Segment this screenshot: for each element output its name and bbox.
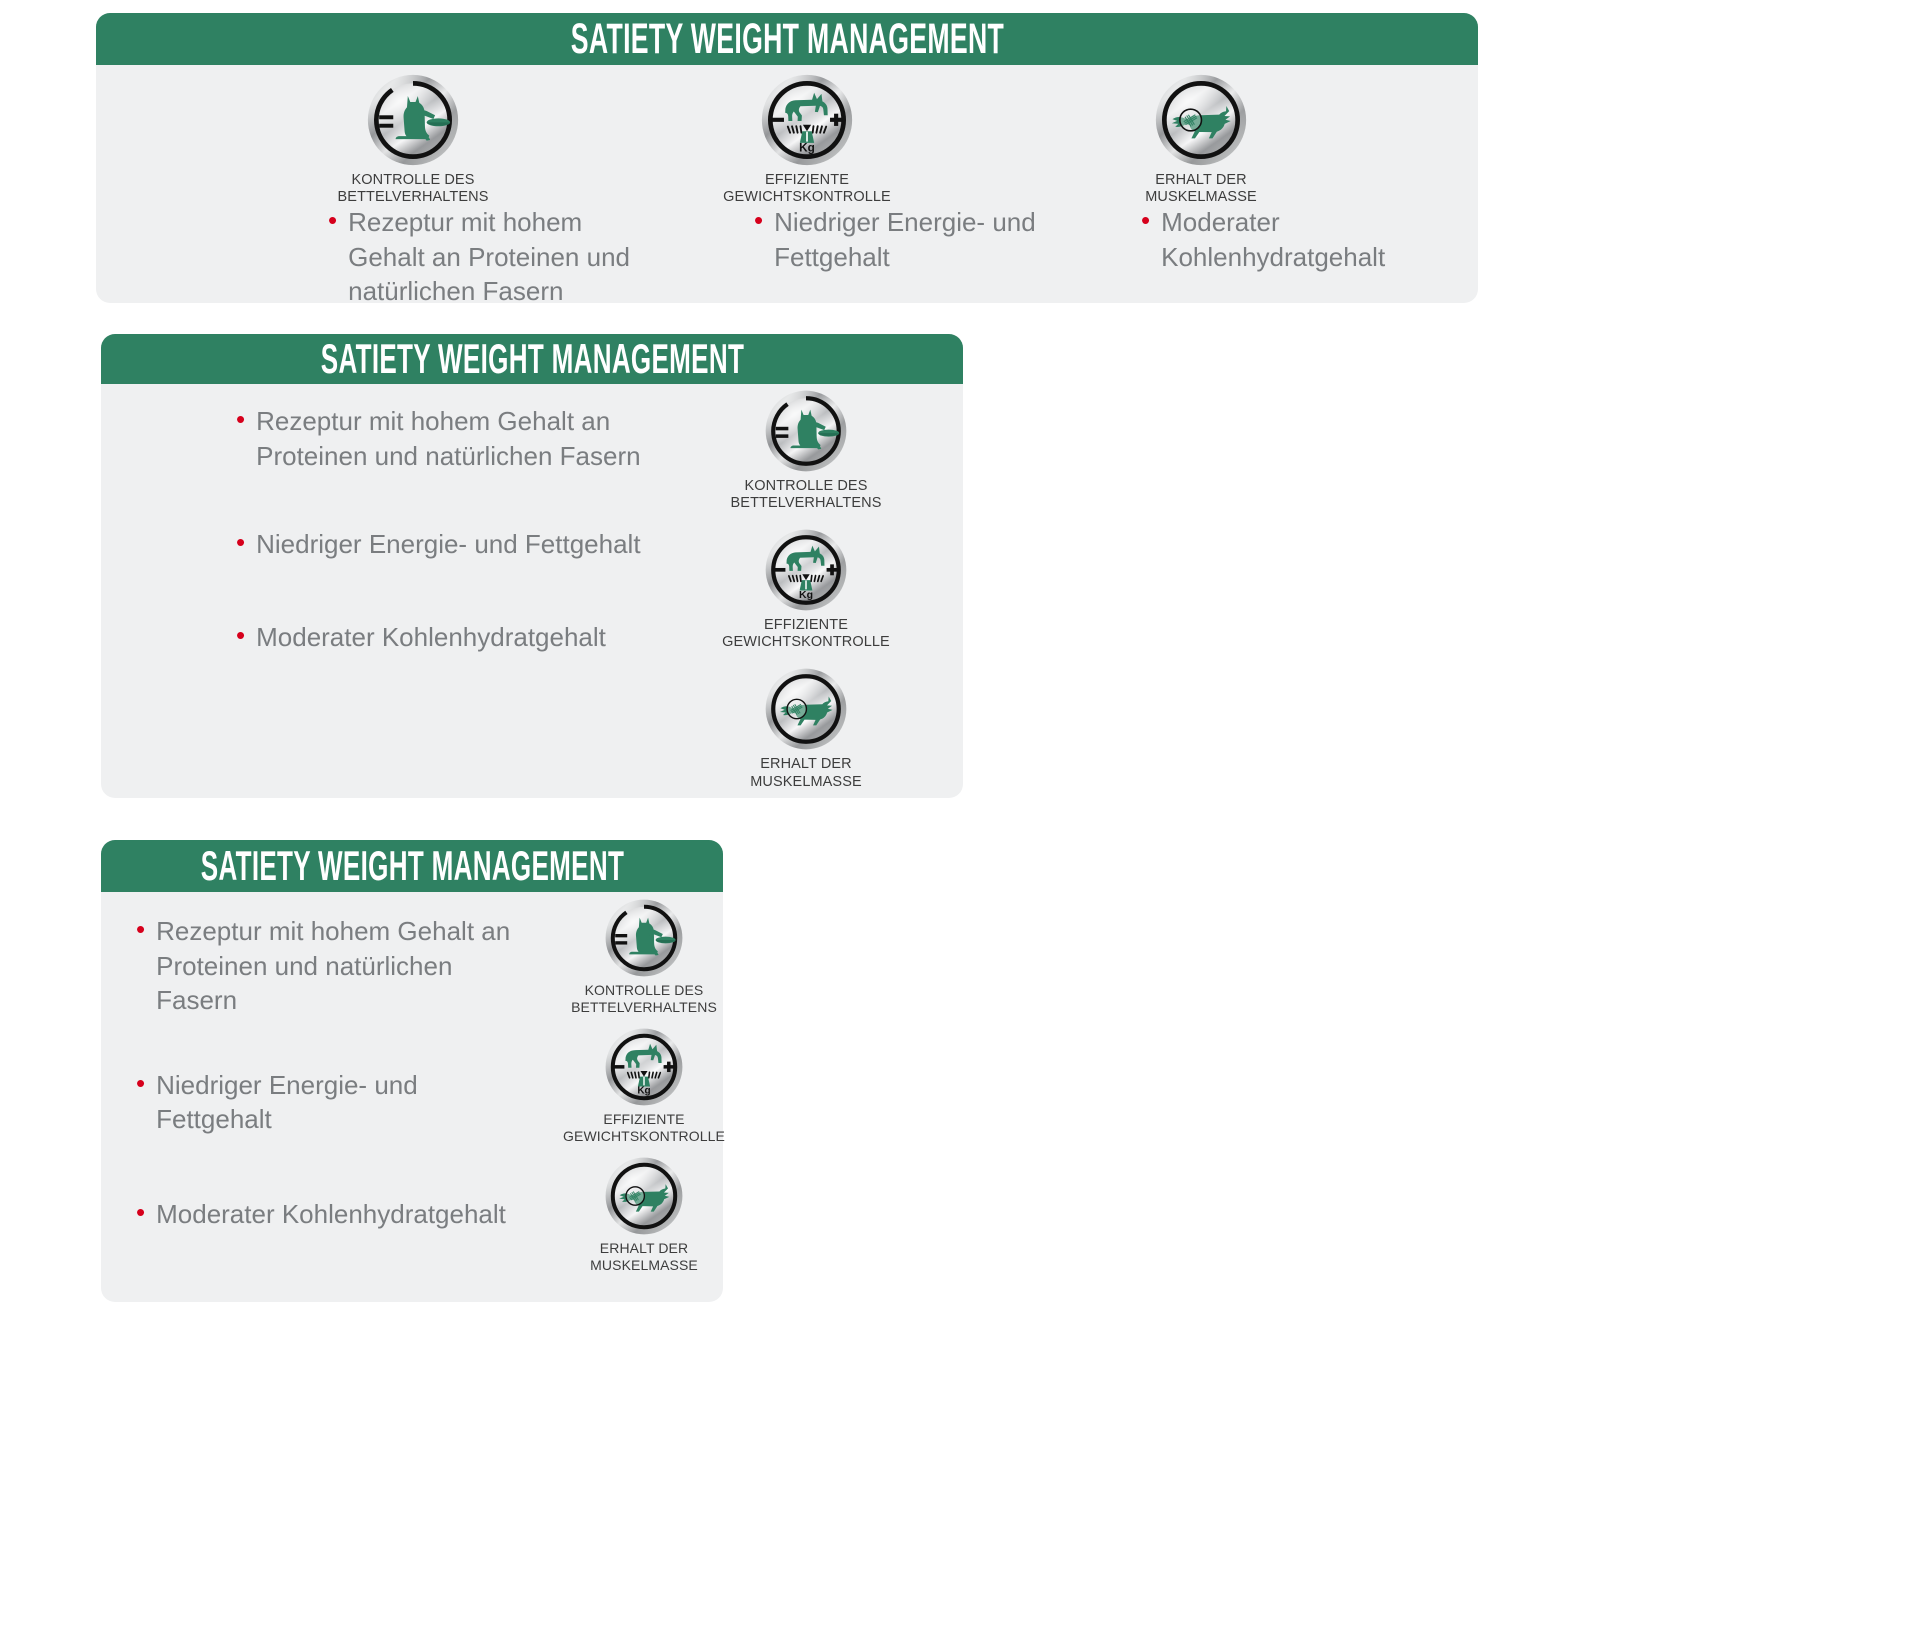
bullet-text: Moderater Kohlenhydratgehalt xyxy=(156,1198,506,1229)
cat-begging-icon xyxy=(367,74,459,166)
benefit-item-weight: Kg EFFIZIENTE GEWICHTSKONTROLLE xyxy=(642,73,972,206)
benefit-icon-list: KONTROLLE DES BETTELVERHALTENS xyxy=(549,898,739,1285)
cat-begging-icon xyxy=(605,899,683,977)
bullet-item: • Rezeptur mit hohem Gehalt an Proteinen… xyxy=(328,205,658,309)
bullet-marker-icon: • xyxy=(136,1196,146,1227)
cat-on-scale-kg-icon: Kg xyxy=(761,74,853,166)
page-title: SATIETY WEIGHT MANAGEMENT xyxy=(200,842,624,889)
bullet-item: • Niedriger Energie- und Fettgehalt xyxy=(236,527,656,562)
bullet-marker-icon: • xyxy=(236,619,246,650)
benefit-label: ERHALT DER MUSKELMASSE xyxy=(1145,172,1257,206)
benefit-label: ERHALT DER MUSKELMASSE xyxy=(750,756,862,790)
bullet-item: • Rezeptur mit hohem Gehalt an Proteinen… xyxy=(236,404,656,473)
bullet-marker-icon: • xyxy=(136,914,146,944)
benefit-label: KONTROLLE DES BETTELVERHALTENS xyxy=(337,172,489,206)
bullet-marker-icon: • xyxy=(236,404,246,434)
bullet-item: • Niedriger Energie- und Fettgehalt xyxy=(754,205,1084,274)
bullet-item: • Moderater Kohlenhydratgehalt xyxy=(1141,205,1471,274)
page-title: SATIETY WEIGHT MANAGEMENT xyxy=(320,335,744,382)
cat-on-scale-kg-icon: Kg xyxy=(605,1028,683,1106)
cat-running-muscle-icon xyxy=(605,1157,683,1235)
bullet-text: Rezeptur mit hohem Gehalt an Proteinen u… xyxy=(256,406,641,471)
satiety-card-wide: SATIETY WEIGHT MANAGEMENT xyxy=(96,13,1478,306)
bullet-text: Niedriger Energie- und Fettgehalt xyxy=(256,529,641,560)
benefit-item-begging: KONTROLLE DES BETTELVERHALTENS xyxy=(248,73,578,206)
bullet-marker-icon: • xyxy=(328,205,338,235)
bullet-text: Moderater Kohlenhydratgehalt xyxy=(256,621,606,652)
scale-unit-label: Kg xyxy=(799,141,815,154)
benefit-label: EFFIZIENTE GEWICHTSKONTROLLE xyxy=(723,172,891,206)
benefit-label: KONTROLLE DES BETTELVERHALTENS xyxy=(730,478,882,512)
benefit-item-muscle: ERHALT DER MUSKELMASSE xyxy=(701,667,911,790)
benefit-icon-list: KONTROLLE DES BETTELVERHALTENS xyxy=(701,389,911,807)
page-title: SATIETY WEIGHT MANAGEMENT xyxy=(570,14,1004,63)
cat-running-muscle-icon xyxy=(765,669,847,750)
bullet-text: Niedriger Energie- und Fettgehalt xyxy=(156,1069,418,1135)
cat-running-muscle-icon xyxy=(1155,74,1247,166)
cat-begging-icon xyxy=(765,390,847,472)
benefit-label: EFFIZIENTE GEWICHTSKONTROLLE xyxy=(563,1111,725,1144)
bullet-marker-icon: • xyxy=(136,1067,146,1098)
benefit-bullet-list: • Rezeptur mit hohem Gehalt an Proteinen… xyxy=(136,914,536,1231)
bullet-item: • Moderater Kohlenhydratgehalt xyxy=(236,620,656,655)
benefit-item-begging: KONTROLLE DES BETTELVERHALTENS xyxy=(701,389,911,512)
bullet-text: Niedriger Energie- und Fettgehalt xyxy=(774,207,1036,272)
bullet-marker-icon: • xyxy=(754,205,764,235)
benefit-item-weight: Kg EFFIZIENTE GEWICHTSKONTROLLE xyxy=(549,1027,739,1144)
card-header: SATIETY WEIGHT MANAGEMENT xyxy=(101,840,723,892)
satiety-card-narrow: SATIETY WEIGHT MANAGEMENT • Rezeptur mit… xyxy=(101,840,725,1302)
bullet-item: • Niedriger Energie- und Fettgehalt xyxy=(136,1068,536,1137)
bullet-text: Rezeptur mit hohem Gehalt an Proteinen u… xyxy=(348,207,630,307)
benefit-item-weight: Kg EFFIZIENTE GEWICHTSKONTROLLE xyxy=(701,528,911,651)
card-header: SATIETY WEIGHT MANAGEMENT xyxy=(96,13,1478,65)
bullet-marker-icon: • xyxy=(236,527,246,558)
bullet-text: Rezeptur mit hohem Gehalt an Proteinen u… xyxy=(156,916,511,1016)
cat-on-scale-kg-icon: Kg xyxy=(765,529,847,611)
benefit-label: KONTROLLE DES BETTELVERHALTENS xyxy=(571,982,717,1015)
bullet-marker-icon: • xyxy=(1141,205,1151,235)
scale-unit-label: Kg xyxy=(637,1086,650,1097)
benefit-label: ERHALT DER MUSKELMASSE xyxy=(590,1240,698,1273)
benefit-item-begging: KONTROLLE DES BETTELVERHALTENS xyxy=(549,898,739,1015)
scale-unit-label: Kg xyxy=(799,589,813,601)
satiety-card-medium: SATIETY WEIGHT MANAGEMENT • Rezeptur mit… xyxy=(101,334,963,798)
bullet-item: • Moderater Kohlenhydratgehalt xyxy=(136,1197,536,1232)
benefit-item-muscle: ERHALT DER MUSKELMASSE xyxy=(1036,73,1366,206)
benefit-icon-row: KONTROLLE DES BETTELVERHALTENS xyxy=(96,65,1478,205)
card-header: SATIETY WEIGHT MANAGEMENT xyxy=(101,334,963,384)
bullet-text: Moderater Kohlenhydratgehalt xyxy=(1161,207,1386,272)
bullet-item: • Rezeptur mit hohem Gehalt an Proteinen… xyxy=(136,914,536,1018)
benefit-item-muscle: ERHALT DER MUSKELMASSE xyxy=(549,1156,739,1273)
benefit-label: EFFIZIENTE GEWICHTSKONTROLLE xyxy=(722,617,890,651)
benefit-bullet-list: • Rezeptur mit hohem Gehalt an Proteinen… xyxy=(236,404,656,654)
